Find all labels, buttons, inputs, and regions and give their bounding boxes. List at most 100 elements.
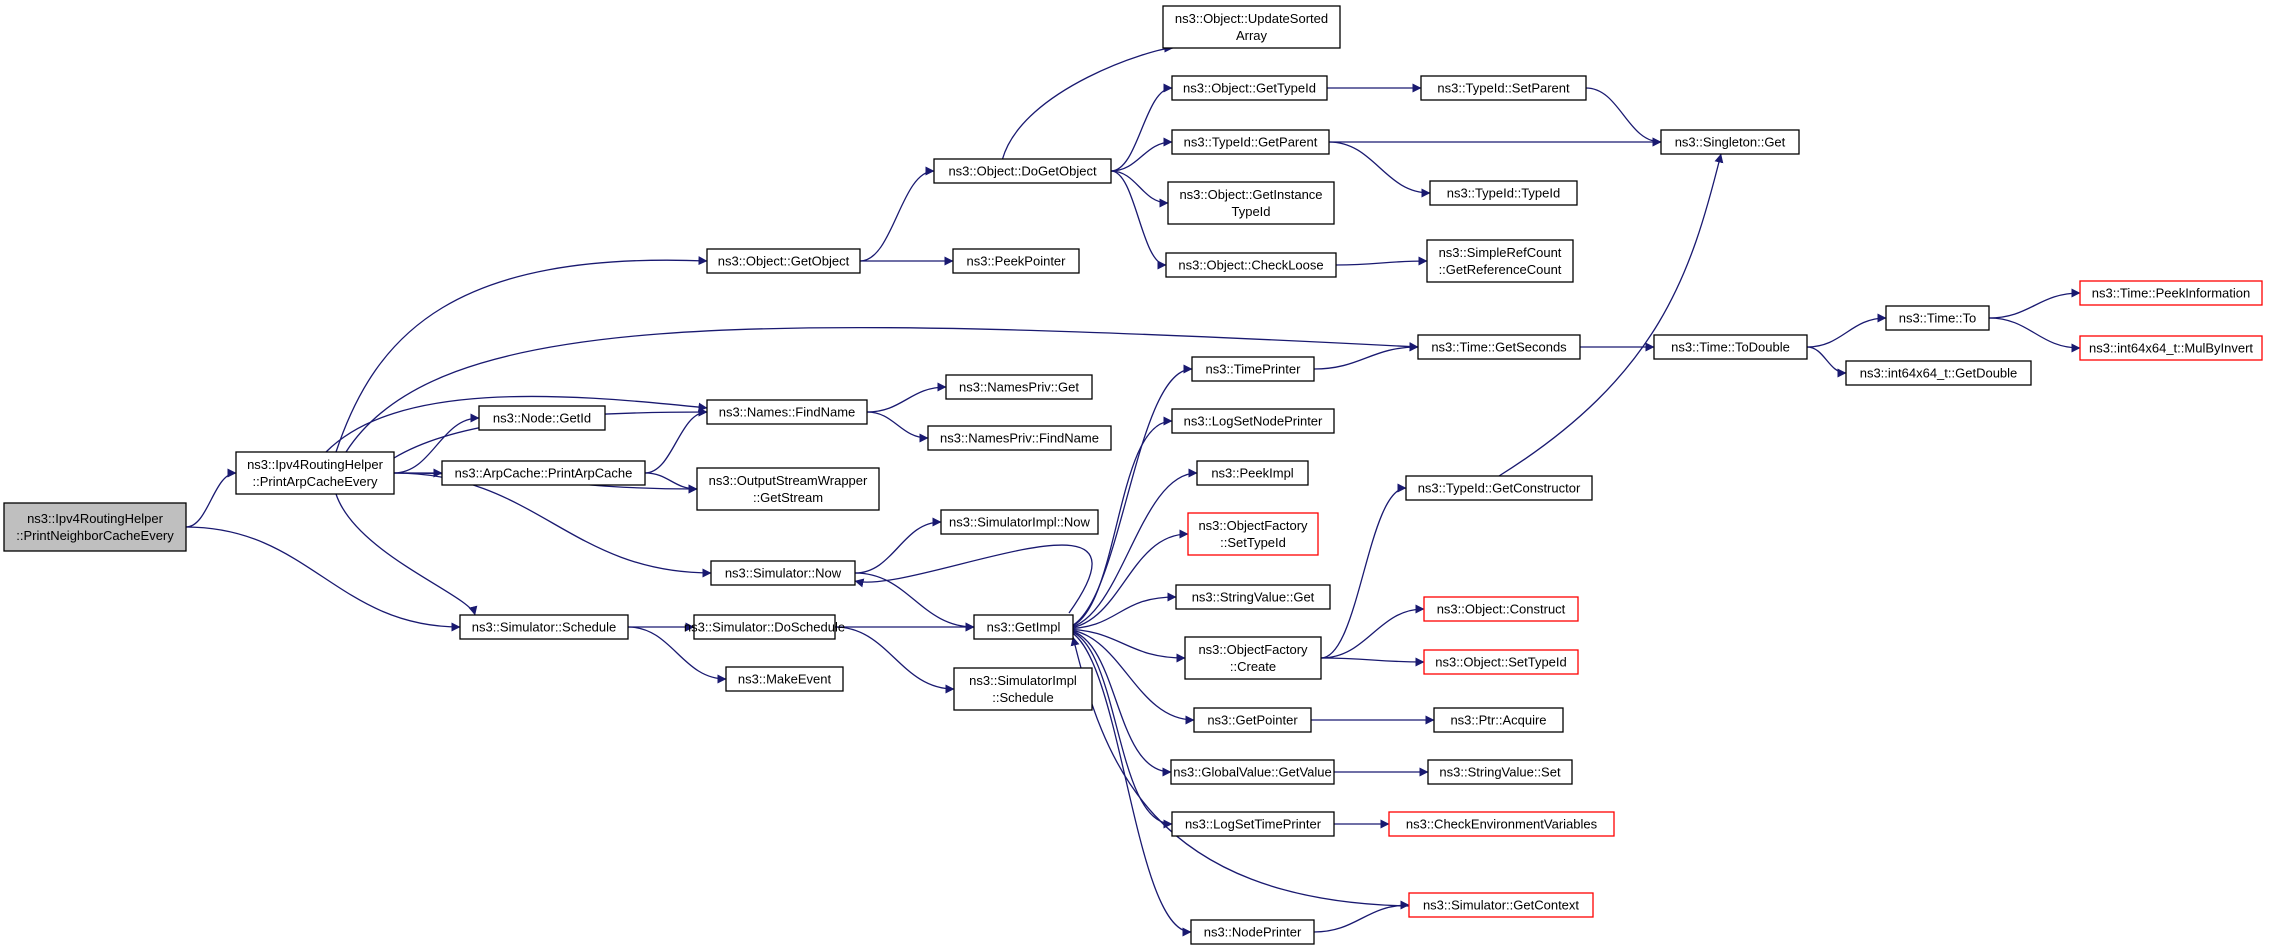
nodes: ns3::Ipv4RoutingHelper::PrintNeighborCac… — [3, 5, 2263, 945]
node-namespriv_get[interactable]: ns3::NamesPriv::Get — [945, 374, 1093, 400]
edge-objfactory_create-to-tid_getctor — [1320, 483, 1407, 659]
node-arpcache[interactable]: ns3::ArpCache::PrintArpCache — [441, 460, 646, 486]
node-printarp[interactable]: ns3::Ipv4RoutingHelper::PrintArpCacheEve… — [235, 451, 395, 495]
node-simimpl_now[interactable]: ns3::SimulatorImpl::Now — [940, 509, 1099, 535]
node-getimpl[interactable]: ns3::GetImpl — [973, 614, 1074, 640]
edge-printarp-to-getseconds — [345, 326, 1419, 453]
edge-nodeprinter-to-sim_getcontext — [1313, 900, 1410, 933]
node-nodeprinter[interactable]: ns3::NodePrinter — [1190, 919, 1315, 945]
node-sim_getcontext[interactable]: ns3::Simulator::GetContext — [1408, 892, 1594, 918]
node-simimpl_schedule[interactable]: ns3::SimulatorImpl::Schedule — [953, 667, 1093, 711]
node-box — [973, 614, 1074, 640]
edge-time_to-to-peekinfo — [1988, 288, 2081, 319]
node-tid_getctor[interactable]: ns3::TypeId::GetConstructor — [1405, 475, 1593, 501]
node-obj_construct[interactable]: ns3::Object::Construct — [1423, 596, 1579, 622]
node-label: ns3::Simulator::GetContext — [1423, 898, 1579, 913]
node-box — [2079, 335, 2263, 361]
edge-getimpl-to-timeprinter — [1060, 364, 1193, 630]
node-obj_settid[interactable]: ns3::Object::SetTypeId — [1423, 649, 1579, 675]
node-label: ns3::SimulatorImpl — [969, 673, 1077, 688]
node-getdouble[interactable]: ns3::int64x64_t::GetDouble — [1845, 360, 2032, 386]
node-label: ns3::Object::UpdateSorted — [1175, 11, 1328, 26]
node-tid_getparent[interactable]: ns3::TypeId::GetParent — [1171, 129, 1330, 155]
node-label: ns3::Object::GetInstance — [1179, 187, 1322, 202]
node-label: ns3::CheckEnvironmentVariables — [1406, 817, 1598, 832]
node-sim_now[interactable]: ns3::Simulator::Now — [710, 560, 856, 586]
node-getseconds[interactable]: ns3::Time::GetSeconds — [1417, 334, 1581, 360]
node-box — [1427, 759, 1573, 785]
node-label: ns3::Object::CheckLoose — [1178, 258, 1323, 273]
node-tid_setparent[interactable]: ns3::TypeId::SetParent — [1420, 75, 1587, 101]
edge-sim_doschedule-to-simimpl_schedule — [834, 626, 955, 694]
node-getobject[interactable]: ns3::Object::GetObject — [706, 248, 861, 274]
node-box — [1191, 356, 1315, 382]
node-box — [2079, 280, 2263, 306]
node-makeevent[interactable]: ns3::MakeEvent — [725, 666, 844, 692]
node-label: ns3::GetImpl — [987, 620, 1061, 635]
node-label: ns3::Object::SetTypeId — [1435, 655, 1567, 670]
node-checkloose[interactable]: ns3::Object::CheckLoose — [1165, 252, 1337, 278]
node-label: ns3::Names::FindName — [719, 405, 856, 420]
node-root[interactable]: ns3::Ipv4RoutingHelper::PrintNeighborCac… — [3, 502, 187, 552]
node-objfactory_create[interactable]: ns3::ObjectFactory::Create — [1184, 636, 1322, 680]
edge-todouble-to-getdouble — [1806, 346, 1847, 378]
node-sim_doschedule[interactable]: ns3::Simulator::DoSchedule — [684, 614, 845, 640]
node-box — [1420, 75, 1587, 101]
node-label: ns3::ObjectFactory — [1198, 518, 1308, 533]
node-objfactory_settid[interactable]: ns3::ObjectFactory::SetTypeId — [1187, 512, 1319, 556]
node-gv_getvalue[interactable]: ns3::GlobalValue::GetValue — [1170, 759, 1335, 785]
node-namespriv_find[interactable]: ns3::NamesPriv::FindName — [927, 425, 1112, 451]
node-nodegetid[interactable]: ns3::Node::GetId — [478, 405, 606, 431]
node-box — [1187, 512, 1319, 556]
edge-dogetobject-to-checkloose — [1110, 170, 1167, 270]
node-label: ns3::SimulatorImpl::Now — [949, 515, 1090, 530]
node-peekpointer[interactable]: ns3::PeekPointer — [952, 248, 1080, 274]
node-label: ns3::PeekPointer — [966, 254, 1066, 269]
node-strval_get[interactable]: ns3::StringValue::Get — [1175, 584, 1331, 610]
node-box — [1426, 239, 1574, 283]
node-label: ns3::Ptr::Acquire — [1450, 713, 1546, 728]
node-label: ns3::TypeId::TypeId — [1447, 186, 1560, 201]
edge-time_to-to-mulbyinvert — [1988, 317, 2081, 353]
node-label: ns3::PeekImpl — [1211, 466, 1293, 481]
node-time_to[interactable]: ns3::Time::To — [1885, 305, 1990, 331]
node-checkenv[interactable]: ns3::CheckEnvironmentVariables — [1388, 811, 1615, 837]
node-peekinfo[interactable]: ns3::Time::PeekInformation — [2079, 280, 2263, 306]
node-obj_gettypeid[interactable]: ns3::Object::GetTypeId — [1171, 75, 1328, 101]
node-label: ns3::Object::GetObject — [718, 254, 850, 269]
edge-printarp-to-getobject — [335, 256, 708, 453]
edge-timeprinter-to-getseconds — [1313, 342, 1419, 370]
node-label: ns3::MakeEvent — [738, 672, 832, 687]
node-logsetnode[interactable]: ns3::LogSetNodePrinter — [1171, 408, 1335, 434]
node-box — [933, 158, 1112, 184]
node-sim_schedule[interactable]: ns3::Simulator::Schedule — [459, 614, 629, 640]
node-label: ns3::LogSetNodePrinter — [1184, 414, 1323, 429]
node-strval_set[interactable]: ns3::StringValue::Set — [1427, 759, 1573, 785]
node-label: ns3::LogSetTimePrinter — [1185, 817, 1322, 832]
edge-findname-to-namespriv_get — [866, 382, 947, 413]
node-ptr_acquire[interactable]: ns3::Ptr::Acquire — [1433, 707, 1564, 733]
node-peekimpl[interactable]: ns3::PeekImpl — [1196, 460, 1309, 486]
node-label: ns3::Simulator::Now — [725, 566, 842, 581]
node-refcount[interactable]: ns3::SimpleRefCount::GetReferenceCount — [1426, 239, 1574, 283]
edge-getimpl-to-strval_get — [1060, 592, 1177, 630]
edge-printarp-to-nodegetid — [393, 413, 480, 474]
node-findname[interactable]: ns3::Names::FindName — [706, 399, 868, 425]
node-label: ns3::Ipv4RoutingHelper — [27, 511, 164, 526]
node-mulbyinvert[interactable]: ns3::int64x64_t::MulByInvert — [2079, 335, 2263, 361]
node-tid_typeid[interactable]: ns3::TypeId::TypeId — [1429, 180, 1578, 206]
node-timeprinter[interactable]: ns3::TimePrinter — [1191, 356, 1315, 382]
node-todouble[interactable]: ns3::Time::ToDouble — [1653, 334, 1808, 360]
node-getpointer[interactable]: ns3::GetPointer — [1193, 707, 1312, 733]
node-outstream[interactable]: ns3::OutputStreamWrapper::GetStream — [696, 467, 880, 511]
edge-printarp-to-findname — [325, 395, 708, 453]
node-dogetobject[interactable]: ns3::Object::DoGetObject — [933, 158, 1112, 184]
node-label: ns3::StringValue::Get — [1192, 590, 1315, 605]
node-box — [1196, 460, 1309, 486]
node-singleton[interactable]: ns3::Singleton::Get — [1660, 129, 1800, 155]
node-box — [927, 425, 1112, 451]
node-logsettime[interactable]: ns3::LogSetTimePrinter — [1171, 811, 1335, 837]
